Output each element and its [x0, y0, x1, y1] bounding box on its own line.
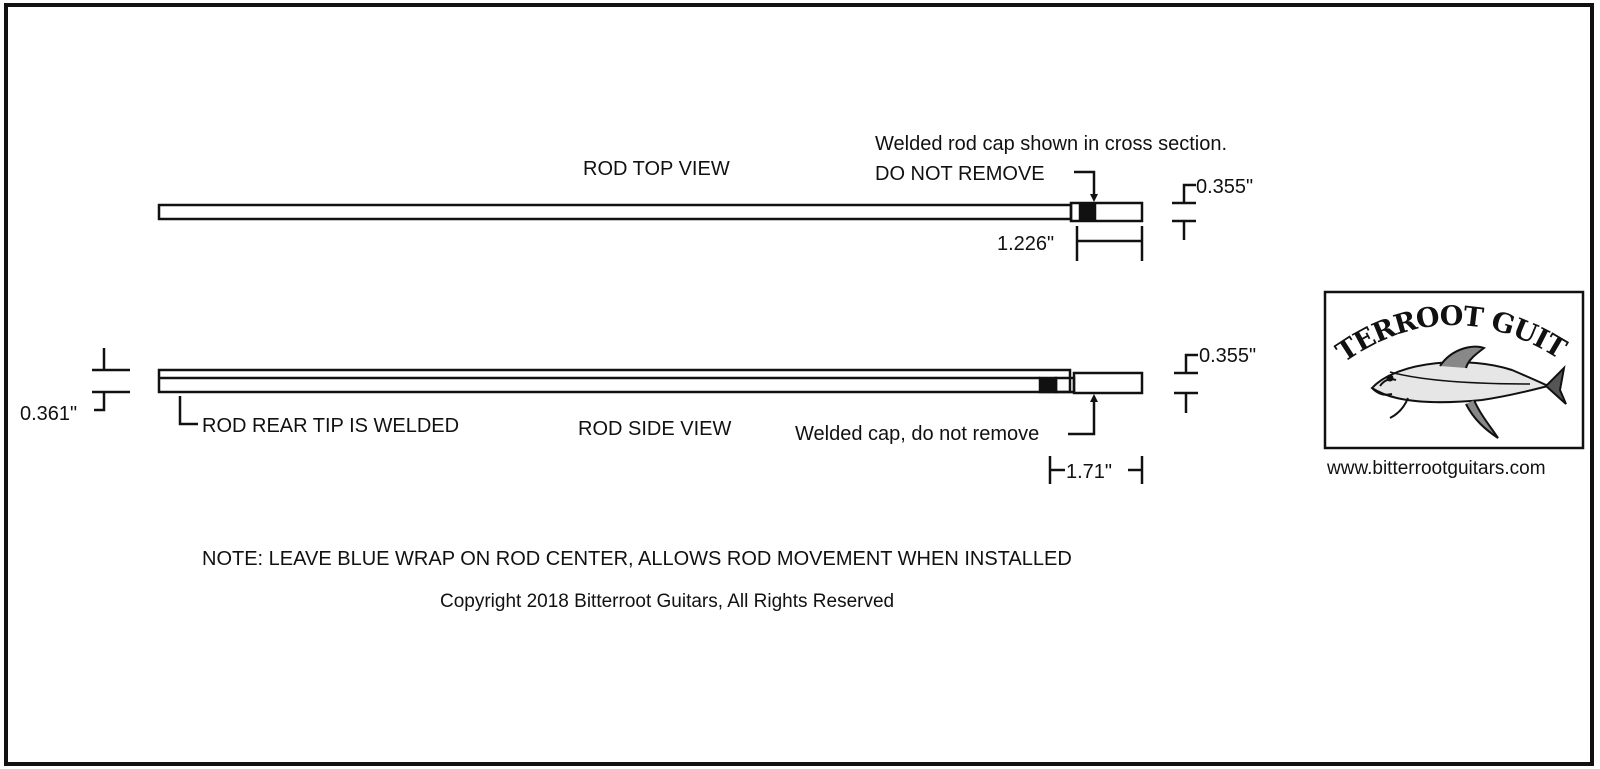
top-cap-length-label: 1.226"	[997, 233, 1054, 255]
top-cap-section	[1079, 202, 1097, 222]
side-rod-body	[157, 368, 1072, 394]
side-front-thickness-dimension	[1174, 353, 1198, 413]
top-cap-note-line1: Welded rod cap shown in cross section.	[875, 133, 1227, 155]
side-cap-leader	[1068, 398, 1096, 436]
top-cap-leader-arrow	[1090, 194, 1098, 202]
brand-logo: BITTERROOT GUITARS	[0, 0, 1585, 450]
blue-wrap-note: NOTE: LEAVE BLUE WRAP ON ROD CENTER, ALL…	[202, 548, 1072, 570]
rod-side-view	[157, 368, 1144, 395]
logo-url: www.bitterrootguitars.com	[1326, 458, 1546, 479]
side-rod-cap	[1072, 371, 1144, 395]
side-view-title: ROD SIDE VIEW	[578, 418, 731, 440]
top-rod-body	[157, 203, 1073, 221]
top-cap-leader	[1074, 170, 1096, 198]
copyright-text: Copyright 2018 Bitterroot Guitars, All R…	[440, 591, 894, 612]
rod-top-view	[157, 201, 1144, 223]
top-cap-note-line2: DO NOT REMOVE	[875, 163, 1045, 185]
side-rear-tip-note: ROD REAR TIP IS WELDED	[202, 415, 459, 437]
side-rear-thickness-label: 0.361"	[20, 403, 77, 425]
top-rod-tip	[1069, 201, 1144, 223]
top-view-title: ROD TOP VIEW	[583, 158, 730, 180]
top-cap-length-dimension	[1075, 226, 1144, 261]
side-rear-tip-leader	[178, 396, 198, 426]
side-cap-length-label: 1.71"	[1066, 461, 1112, 483]
top-thickness-dimension	[1172, 183, 1196, 240]
side-rod-cap-spacer	[1054, 376, 1076, 394]
side-cap-note: Welded cap, do not remove	[795, 423, 1039, 445]
page-border	[4, 3, 1594, 766]
top-thickness-label: 0.355"	[1196, 176, 1253, 198]
side-cap-leader-arrow	[1090, 394, 1098, 402]
fish-logo-icon	[1370, 345, 1567, 439]
side-rear-thickness-dimension	[92, 348, 130, 412]
side-front-thickness-label: 0.355"	[1199, 345, 1256, 367]
side-cap-length-dimension	[1048, 456, 1144, 484]
side-rod-cap-step	[1038, 376, 1058, 394]
